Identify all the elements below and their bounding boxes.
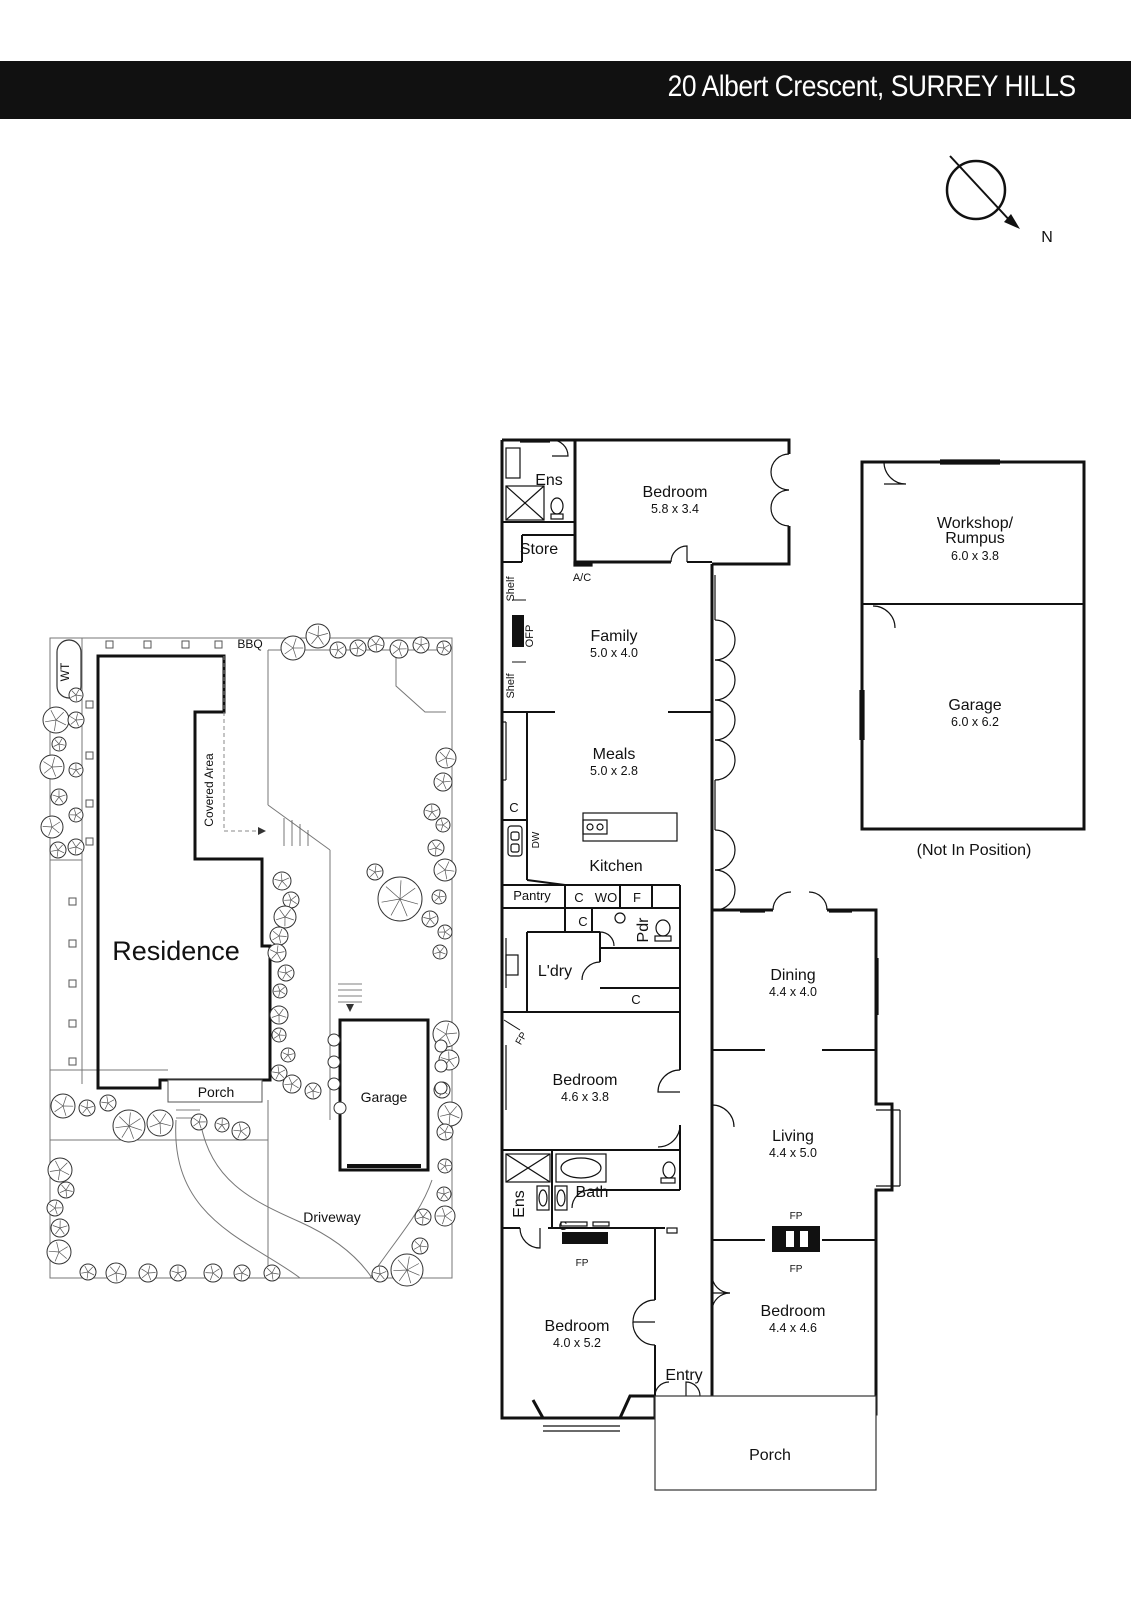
open-fireplace-label: OFP: [524, 625, 536, 648]
living-name: Living: [772, 1128, 814, 1145]
driveway-label: Driveway: [303, 1209, 361, 1225]
side-bedroom-dims: 4.4 x 4.6: [769, 1321, 817, 1335]
cupboard-label-bath: C: [559, 1219, 568, 1233]
entry-name: Entry: [665, 1367, 702, 1384]
site-boundary: [49, 637, 453, 1279]
tree-icon: [327, 1033, 341, 1047]
workshop-dims: 6.0 x 3.8: [951, 549, 999, 563]
side-bedroom-name: Bedroom: [761, 1303, 826, 1320]
fixture-labels: Shelf OFP Shelf C DW C WO F C C FP C FP …: [505, 576, 803, 1275]
site-porch-label: Porch: [198, 1084, 235, 1100]
garden-trees: [39, 623, 463, 1287]
fridge-label: F: [633, 890, 641, 905]
middle-bedroom-name: Bedroom: [553, 1072, 618, 1089]
covered-area-label: Covered Area: [202, 753, 216, 827]
tree-icon: [434, 1059, 448, 1073]
compass-north-label: N: [1041, 229, 1053, 246]
rear-bedroom-dims: 5.8 x 3.4: [651, 502, 699, 516]
property-address: 20 Albert Crescent, SURREY HILLS: [667, 70, 1076, 103]
residence-outline: [96, 654, 272, 1090]
water-tank-label: WT: [58, 662, 72, 681]
front-ensuite-name: Ens: [511, 1190, 528, 1218]
laundry-name: L'dry: [538, 963, 572, 980]
residence-label: Residence: [112, 936, 240, 966]
living-dims: 4.4 x 5.0: [769, 1146, 817, 1160]
shelf-label-lower: Shelf: [505, 673, 517, 699]
room-labels: Bedroom 5.8 x 3.4 Ens Store A/C Family 5…: [511, 472, 1031, 1464]
pantry-name: Pantry: [513, 888, 551, 903]
workshop-name-line2: Rumpus: [945, 530, 1005, 547]
front-porch-name: Porch: [749, 1447, 791, 1464]
dining-dims: 4.4 x 4.0: [769, 985, 817, 999]
store-name: Store: [520, 541, 558, 558]
fireplace-label-living: FP: [790, 1211, 803, 1222]
cupboard-label-pantry: C: [574, 890, 583, 905]
fireplace-label-middle-bedroom: FP: [514, 1030, 530, 1047]
tree-icon: [327, 1055, 341, 1069]
middle-bedroom-dims: 4.6 x 3.8: [561, 1090, 609, 1104]
compass-icon: N: [945, 155, 1053, 246]
dishwasher-label: DW: [531, 831, 542, 848]
cupboard-label-kitchen: C: [509, 800, 518, 815]
fireplace-label-front-bedroom: FP: [576, 1258, 589, 1269]
kitchen-name: Kitchen: [589, 858, 642, 875]
aircon-label: A/C: [573, 572, 591, 584]
tree-icon: [434, 1081, 448, 1095]
front-bedroom-dims: 4.0 x 5.2: [553, 1336, 601, 1350]
outbuilding-plan: [859, 459, 1086, 831]
meals-name: Meals: [593, 746, 636, 763]
tree-icon: [434, 1039, 448, 1053]
powder-room-name: Pdr: [635, 917, 652, 943]
family-name: Family: [590, 628, 637, 645]
not-in-position-note: (Not In Position): [917, 842, 1032, 859]
house-floor-plan: [500, 438, 901, 1491]
rear-bedroom-name: Bedroom: [643, 484, 708, 501]
outbuilding-garage-dims: 6.0 x 6.2: [951, 715, 999, 729]
family-dims: 5.0 x 4.0: [590, 646, 638, 660]
site-garage-label: Garage: [361, 1089, 408, 1105]
bath-name: Bath: [576, 1184, 609, 1201]
tree-icon: [327, 1077, 341, 1091]
workshop-name-line1: Workshop/: [937, 515, 1014, 532]
meals-dims: 5.0 x 2.8: [590, 764, 638, 778]
dining-name: Dining: [770, 967, 815, 984]
bbq-label: BBQ: [237, 637, 262, 651]
cupboard-label-laundry: C: [578, 914, 587, 929]
title-bar: 20 Albert Crescent, SURREY HILLS: [0, 61, 1131, 119]
rear-ensuite-name: Ens: [535, 472, 563, 489]
cupboard-label-hall: C: [631, 992, 640, 1007]
outbuilding-garage-name: Garage: [948, 697, 1001, 714]
wall-oven-label: WO: [595, 890, 617, 905]
front-bedroom-name: Bedroom: [545, 1318, 610, 1335]
tree-icon: [333, 1101, 347, 1115]
shelf-label-upper: Shelf: [505, 576, 517, 602]
site-garage-outline: [338, 1018, 430, 1172]
fireplace-label-bedroom: FP: [790, 1264, 803, 1275]
site-plan: WT BBQ Residence Covered Area Porch Gara…: [39, 623, 463, 1287]
